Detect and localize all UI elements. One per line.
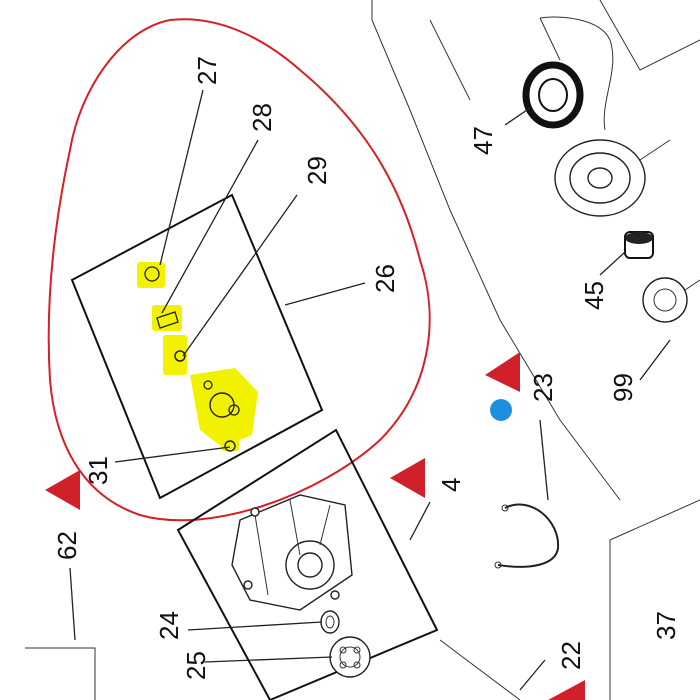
label-29: 29 [302,156,332,185]
highlighted-parts [137,262,258,452]
red-triangle-icon [485,352,520,392]
part-labels: 27 28 29 26 31 47 45 99 23 4 62 24 25 22… [52,56,681,680]
part-4-box [176,428,439,700]
seal-part [320,610,340,634]
starter-pulley-part [539,16,671,217]
label-24: 24 [154,611,184,640]
red-triangle-icon [390,458,425,498]
blue-dot-icon [490,399,512,421]
label-23: 23 [528,373,558,402]
red-triangle-icon [548,680,585,700]
label-28: 28 [247,103,277,132]
spring-part [522,61,584,129]
right-bearing-part [642,277,688,323]
label-62: 62 [52,531,82,560]
label-47: 47 [468,126,498,155]
bearing-part [329,636,371,678]
label-4: 4 [436,478,466,492]
crankcase-part [231,494,353,611]
selection-outline [47,18,431,522]
label-37: 37 [651,611,681,640]
retaining-clip-part [497,503,560,568]
frame-lines [25,0,700,700]
label-25: 25 [181,651,211,680]
part-26-box [70,193,324,500]
label-27: 27 [192,56,222,85]
red-triangle-icon [45,470,80,510]
label-31: 31 [83,456,113,485]
label-26: 26 [370,264,400,293]
leader-lines [69,89,671,691]
label-45: 45 [579,281,609,310]
label-22: 22 [556,641,586,670]
label-99: 99 [608,373,638,402]
bushing-part [624,231,654,259]
